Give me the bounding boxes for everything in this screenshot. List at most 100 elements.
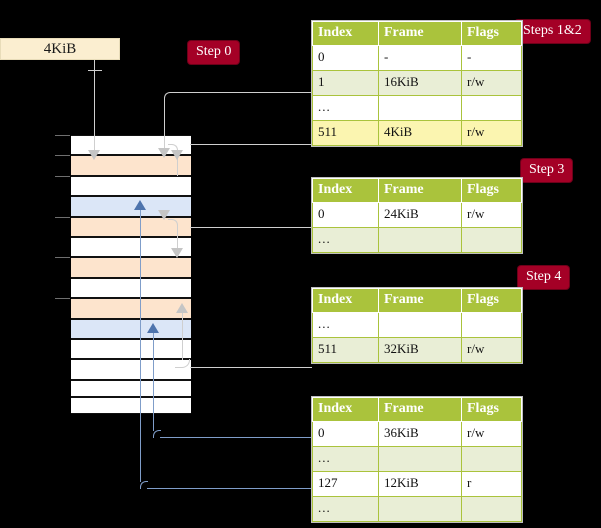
cell-flags: r/w (461, 337, 522, 364)
memory-frame-row (71, 380, 191, 397)
table-row: 127 12KiB r (312, 471, 522, 498)
connector-step0-vertical (94, 60, 95, 152)
virtual-address-box: 4KiB (0, 38, 120, 60)
table-row: ... (312, 95, 522, 122)
connector-step4-horizontal (190, 367, 312, 368)
cell-flags: r/w (461, 421, 522, 448)
cell-frame: 12KiB (378, 471, 462, 498)
connector-steps12b-horizontal (190, 144, 312, 145)
column-header-index: Index (312, 20, 379, 47)
table-row: ... (312, 227, 522, 254)
table-row: 511 4KiB r/w (312, 120, 522, 147)
arrowhead-down-icon (158, 148, 170, 158)
connector-final0-vertical (153, 332, 154, 431)
cell-frame: - (378, 45, 462, 72)
cell-index: 511 (312, 120, 379, 147)
cell-index: ... (312, 95, 379, 122)
memory-frame-row (71, 397, 191, 414)
step-label-step-0: Step 0 (188, 41, 240, 64)
table-row: 511 32KiB r/w (312, 337, 522, 364)
connector-corner (168, 144, 178, 154)
memory-frame-row (71, 176, 191, 196)
cell-index: 0 (312, 421, 379, 448)
connector-step3-vertical (177, 226, 178, 251)
cell-index: ... (312, 496, 379, 523)
page-table-final: Index Frame Flags 0 36KiB r/w ... 127 12… (312, 396, 522, 523)
column-header-flags: Flags (461, 287, 522, 314)
memory-tick (55, 298, 70, 299)
connector-corner (140, 481, 148, 489)
column-header-frame: Frame (378, 396, 462, 423)
cell-frame (378, 446, 462, 473)
cell-flags (461, 95, 522, 122)
memory-frame-row (71, 339, 191, 359)
arrowhead-down-icon (171, 248, 183, 258)
cell-frame: 36KiB (378, 421, 462, 448)
cell-index: 0 (312, 45, 379, 72)
arrowhead-down-icon (158, 210, 170, 220)
cell-index: 127 (312, 471, 379, 498)
cell-frame: 4KiB (378, 120, 462, 147)
page-table-step-3: Index Frame Flags 0 24KiB r/w ... (312, 177, 522, 254)
column-header-frame: Frame (378, 20, 462, 47)
connector-step3-horizontal (190, 227, 312, 228)
page-table-step-4: Index Frame Flags ... 511 32KiB r/w (312, 287, 522, 364)
table-row: ... (312, 312, 522, 339)
table-row: 0 - - (312, 45, 522, 72)
connector-final0-horizontal (160, 437, 312, 438)
step-label-steps-1-2: Steps 1&2 (515, 20, 590, 43)
table-header-row: Index Frame Flags (312, 287, 522, 314)
connector-corner (168, 219, 178, 228)
memory-frame-row (71, 359, 191, 380)
cell-index: ... (312, 227, 379, 254)
memory-tick (55, 135, 70, 136)
arrowhead-down-icon (88, 150, 100, 160)
column-header-frame: Frame (378, 177, 462, 204)
memory-frame-row (71, 196, 191, 217)
virtual-address-label: 4KiB (43, 40, 77, 57)
column-header-frame: Frame (378, 287, 462, 314)
cell-flags: r/w (461, 202, 522, 229)
column-header-flags: Flags (461, 20, 522, 47)
column-header-index: Index (312, 396, 379, 423)
cell-flags (461, 312, 522, 339)
cell-flags: r (461, 471, 522, 498)
table-row: 1 16KiB r/w (312, 70, 522, 97)
cell-index: ... (312, 446, 379, 473)
arrowhead-down-icon (171, 150, 183, 160)
table-row: 0 36KiB r/w (312, 421, 522, 448)
arrowhead-up-icon (176, 303, 188, 313)
column-header-flags: Flags (461, 177, 522, 204)
cell-flags (461, 496, 522, 523)
connector-final127-horizontal (147, 488, 312, 489)
connector-steps12b-vertical (177, 150, 178, 176)
cell-frame: 16KiB (378, 70, 462, 97)
memory-frame-row (71, 278, 191, 298)
memory-frame-row (71, 298, 191, 319)
connector-steps12-vertical (164, 99, 165, 150)
cell-index: 0 (312, 202, 379, 229)
column-header-flags: Flags (461, 396, 522, 423)
column-header-index: Index (312, 287, 379, 314)
step-label-step-3: Step 3 (521, 159, 573, 182)
memory-tick (55, 217, 70, 218)
memory-tick (55, 257, 70, 258)
memory-frame-row (71, 319, 191, 339)
cell-frame (378, 496, 462, 523)
table-row: ... (312, 446, 522, 473)
arrowhead-up-icon (147, 323, 159, 333)
connector-step4-vertical (182, 312, 183, 360)
table-row: ... (312, 496, 522, 523)
arrowhead-up-icon (134, 200, 146, 210)
table-header-row: Index Frame Flags (312, 20, 522, 47)
connector-corner (164, 92, 172, 100)
page-table-steps-1-2: Index Frame Flags 0 - - 1 16KiB r/w ... (312, 20, 522, 147)
memory-frame-row (71, 257, 191, 278)
memory-frame-row (71, 217, 191, 237)
cell-flags: - (461, 45, 522, 72)
cell-index: 1 (312, 70, 379, 97)
cell-frame (378, 227, 462, 254)
cell-frame (378, 95, 462, 122)
table-row: 0 24KiB r/w (312, 202, 522, 229)
